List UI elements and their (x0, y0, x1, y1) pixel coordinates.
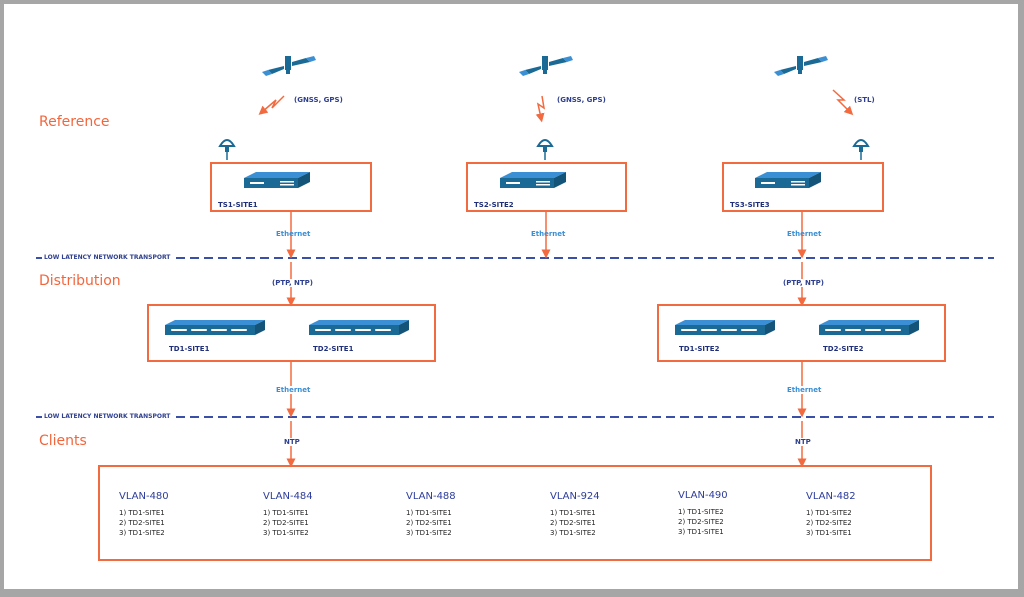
vlan-item: 3) TD1-SITE2 (406, 529, 452, 537)
vlan-item: 3) TD1-SITE2 (550, 529, 596, 537)
gps-antenna-icon (853, 139, 869, 161)
vlan-item: 2) TD2-SITE1 (119, 519, 165, 527)
distribution-device-label: TD1-SITE2 (679, 345, 720, 353)
distribution-device-label: TD1-SITE1 (169, 345, 210, 353)
vlan-group: VLAN-488 1) TD1-SITE1 2) TD2-SITE1 3) TD… (406, 491, 456, 538)
time-server-label: TS1-SITE1 (218, 201, 258, 209)
distribution-box: TD1-SITE1 TD2-SITE1 (147, 304, 436, 362)
ethernet-label: Ethernet (531, 230, 566, 238)
signal-label: (GNSS, GPS) (557, 96, 606, 104)
time-server-box: TS3-SITE3 (722, 162, 884, 212)
vlan-group: VLAN-482 1) TD1-SITE2 2) TD2-SITE2 3) TD… (806, 491, 856, 538)
protocol-label: NTP (284, 438, 300, 446)
vlan-item: 1) TD1-SITE1 (263, 509, 309, 517)
vlan-group: VLAN-490 1) TD1-SITE2 2) TD2-SITE2 3) TD… (678, 490, 728, 537)
vlan-name: VLAN-480 (119, 491, 169, 502)
vlan-item: 3) TD1-SITE1 (678, 528, 724, 536)
vlan-item: 2) TD2-SITE2 (806, 519, 852, 527)
vlan-group: VLAN-484 1) TD1-SITE1 2) TD2-SITE1 3) TD… (263, 491, 313, 538)
time-server-box: TS2-SITE2 (466, 162, 627, 212)
vlan-name: VLAN-924 (550, 491, 600, 502)
vlan-item: 3) TD1-SITE2 (263, 529, 309, 537)
diagram-canvas: Reference Distribution Clients (GNSS, GP… (4, 4, 1018, 589)
clients-box: VLAN-480 1) TD1-SITE1 2) TD2-SITE1 3) TD… (98, 465, 932, 561)
time-server-label: TS2-SITE2 (474, 201, 514, 209)
protocol-label: (PTP, NTP) (272, 279, 314, 287)
vlan-item: 1) TD1-SITE1 (119, 509, 165, 517)
ethernet-label: Ethernet (276, 386, 311, 394)
vlan-item: 2) TD2-SITE1 (263, 519, 309, 527)
ethernet-label: Ethernet (787, 230, 822, 238)
vlan-name: VLAN-484 (263, 491, 313, 502)
satellite-icon (774, 56, 828, 76)
time-server-label: TS3-SITE3 (730, 201, 770, 209)
protocol-label: (PTP, NTP) (783, 279, 825, 287)
vlan-name: VLAN-488 (406, 491, 456, 502)
signal-label: (STL) (854, 96, 875, 104)
vlan-item: 2) TD2-SITE1 (550, 519, 596, 527)
vlan-item: 2) TD2-SITE1 (406, 519, 452, 527)
signal-bolt-icon (832, 89, 854, 116)
vlan-name: VLAN-482 (806, 491, 856, 502)
distribution-device-label: TD2-SITE1 (313, 345, 354, 353)
vlan-group: VLAN-924 1) TD1-SITE1 2) TD2-SITE1 3) TD… (550, 491, 600, 538)
ethernet-label: Ethernet (276, 230, 311, 238)
vlan-item: 1) TD1-SITE1 (550, 509, 596, 517)
distribution-box: TD1-SITE2 TD2-SITE2 (657, 304, 946, 362)
satellite-icon (262, 56, 316, 76)
gps-antenna-icon (537, 139, 553, 161)
vlan-item: 3) TD1-SITE1 (806, 529, 852, 537)
protocol-label: NTP (795, 438, 811, 446)
section-title-reference: Reference (39, 114, 110, 130)
satellite-icon (519, 56, 573, 76)
vlan-item: 1) TD1-SITE1 (406, 509, 452, 517)
vlan-item: 1) TD1-SITE2 (678, 508, 724, 516)
vlan-group: VLAN-480 1) TD1-SITE1 2) TD2-SITE1 3) TD… (119, 491, 169, 538)
vlan-name: VLAN-490 (678, 490, 728, 501)
signal-bolt-icon (535, 95, 546, 123)
signal-bolt-icon (258, 95, 285, 115)
time-server-box: TS1-SITE1 (210, 162, 372, 212)
gps-antenna-icon (219, 139, 235, 161)
transport-label: LOW LATENCY NETWORK TRANSPORT (42, 254, 173, 261)
transport-label: LOW LATENCY NETWORK TRANSPORT (42, 413, 173, 420)
distribution-device-label: TD2-SITE2 (823, 345, 864, 353)
signal-label: (GNSS, GPS) (294, 96, 343, 104)
ethernet-label: Ethernet (787, 386, 822, 394)
vlan-item: 2) TD2-SITE2 (678, 518, 724, 526)
section-title-distribution: Distribution (39, 273, 121, 289)
vlan-item: 3) TD1-SITE2 (119, 529, 165, 537)
section-title-clients: Clients (39, 433, 87, 449)
vlan-item: 1) TD1-SITE2 (806, 509, 852, 517)
